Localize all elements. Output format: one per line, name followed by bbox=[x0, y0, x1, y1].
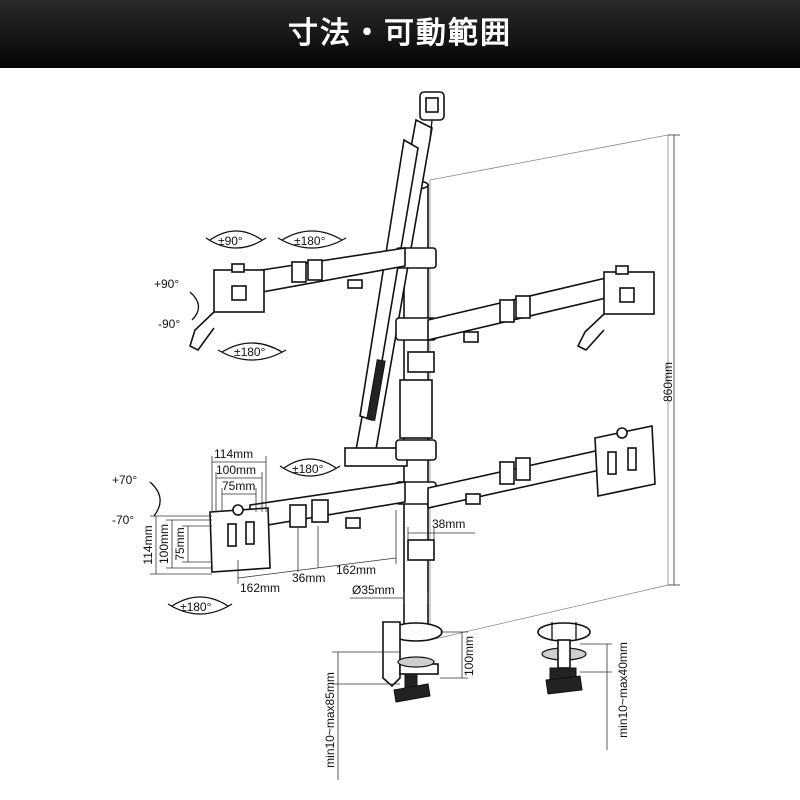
pole-height-dimension bbox=[668, 134, 680, 586]
clamp-depth-label: 100mm bbox=[462, 636, 476, 676]
title-bar bbox=[0, 0, 800, 68]
arm-top-left bbox=[189, 247, 406, 352]
rotation-arrows-bottom bbox=[149, 458, 341, 615]
swivel-bottom-label: ±180° bbox=[292, 462, 324, 476]
collar-label: 38mm bbox=[432, 517, 465, 531]
clamp-range-label: min10~max85mm bbox=[323, 672, 337, 768]
arm-bottom-left bbox=[209, 481, 406, 573]
arm-seg1-label: 162mm bbox=[240, 581, 280, 595]
rotation-arrows-top bbox=[189, 230, 347, 361]
vesa-horizontal-dimensions bbox=[211, 456, 267, 512]
tilt-top-label: ±90° bbox=[218, 234, 243, 248]
desk-clamp bbox=[382, 621, 443, 703]
grommet-range-label: min10~max40mm bbox=[616, 642, 630, 738]
grommet-mount bbox=[537, 622, 591, 695]
arm-length-dimension bbox=[237, 510, 397, 584]
tall-arm bbox=[344, 91, 445, 467]
vesa-vertical-dimensions bbox=[150, 515, 212, 575]
vesa-114-h-label: 114mm bbox=[214, 447, 253, 461]
vesa-100-v-label: 100mm bbox=[157, 524, 171, 564]
vesa-75-v-label: 75mm bbox=[173, 527, 187, 560]
arm-top-right bbox=[427, 265, 655, 351]
rotate-bottom-label: ±180° bbox=[180, 600, 212, 614]
tilt-minus-bottom-label: -70° bbox=[112, 513, 134, 527]
tilt-plus-top-label: +90° bbox=[154, 277, 179, 291]
arm-seg2-label: 36mm bbox=[292, 571, 325, 585]
arm-seg3-label: 162mm bbox=[336, 563, 376, 577]
pole-diameter-dimension bbox=[350, 592, 429, 604]
vesa-75-h-label: 75mm bbox=[222, 479, 255, 493]
vesa-100-h-label: 100mm bbox=[216, 463, 256, 477]
vesa-114-v-label: 114mm bbox=[141, 525, 155, 564]
backdrop-plane bbox=[429, 134, 669, 641]
tilt-minus-top-label: -90° bbox=[158, 317, 180, 331]
rotate-top-label: ±180° bbox=[234, 345, 266, 359]
collar-dimension bbox=[407, 527, 475, 539]
grommet-range-dimension bbox=[580, 643, 612, 750]
pole-diameter-label: Ø35mm bbox=[352, 583, 395, 597]
page-title: 寸法・可動範囲 bbox=[288, 16, 512, 51]
pole-height-label: 860mm bbox=[661, 362, 675, 402]
arm-bottom-right bbox=[427, 425, 656, 509]
clamp-range-dimension bbox=[332, 631, 468, 780]
swivel-top-label: ±180° bbox=[294, 234, 326, 248]
tilt-plus-bottom-label: +70° bbox=[112, 473, 137, 487]
